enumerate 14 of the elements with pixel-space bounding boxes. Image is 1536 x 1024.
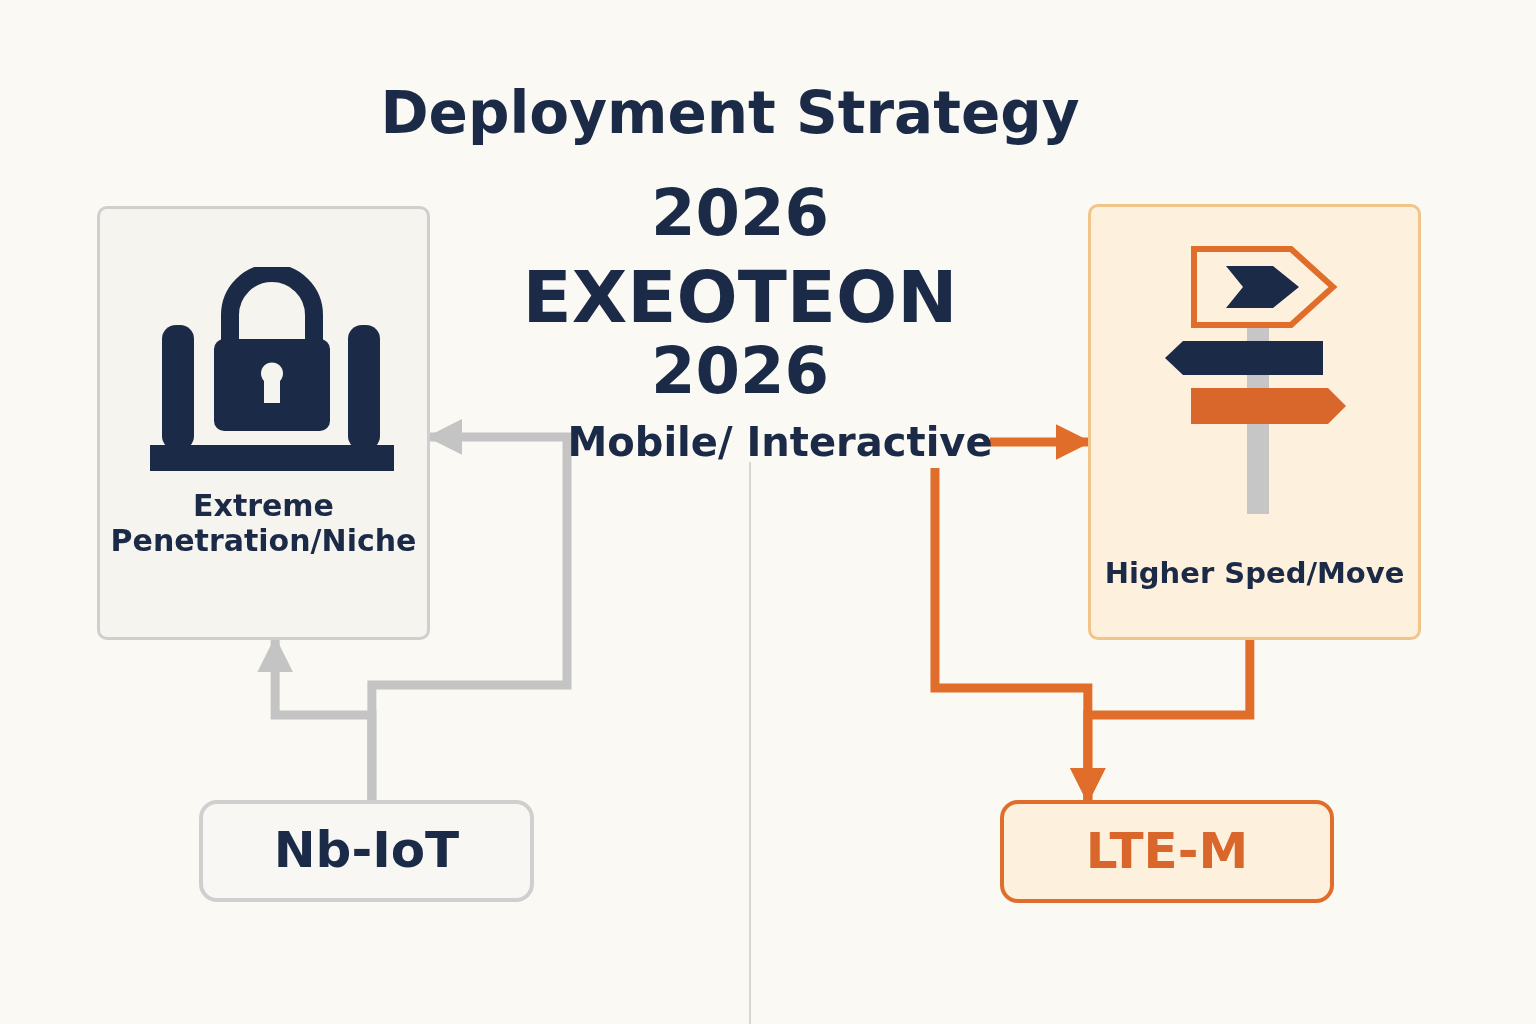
card-label: Extreme Penetration/Niche <box>109 489 418 558</box>
connector-arrow <box>367 418 572 800</box>
tech-label: LTE-M <box>1085 822 1249 881</box>
year-label: 2026 <box>649 178 831 249</box>
heading-text: EXEOTEON <box>521 258 959 338</box>
title: Deployment Strategy <box>379 80 1081 147</box>
card-label: Higher Sped/Move <box>1104 557 1405 591</box>
tech-label: Nb-IoT <box>273 822 460 880</box>
flow-label: Mobile/ Interactive <box>567 419 993 465</box>
year-label: 2026 <box>649 336 831 407</box>
feature-card <box>1088 204 1421 640</box>
feature-card <box>97 206 430 640</box>
tech-box <box>1000 800 1334 903</box>
tech-box <box>199 800 534 902</box>
